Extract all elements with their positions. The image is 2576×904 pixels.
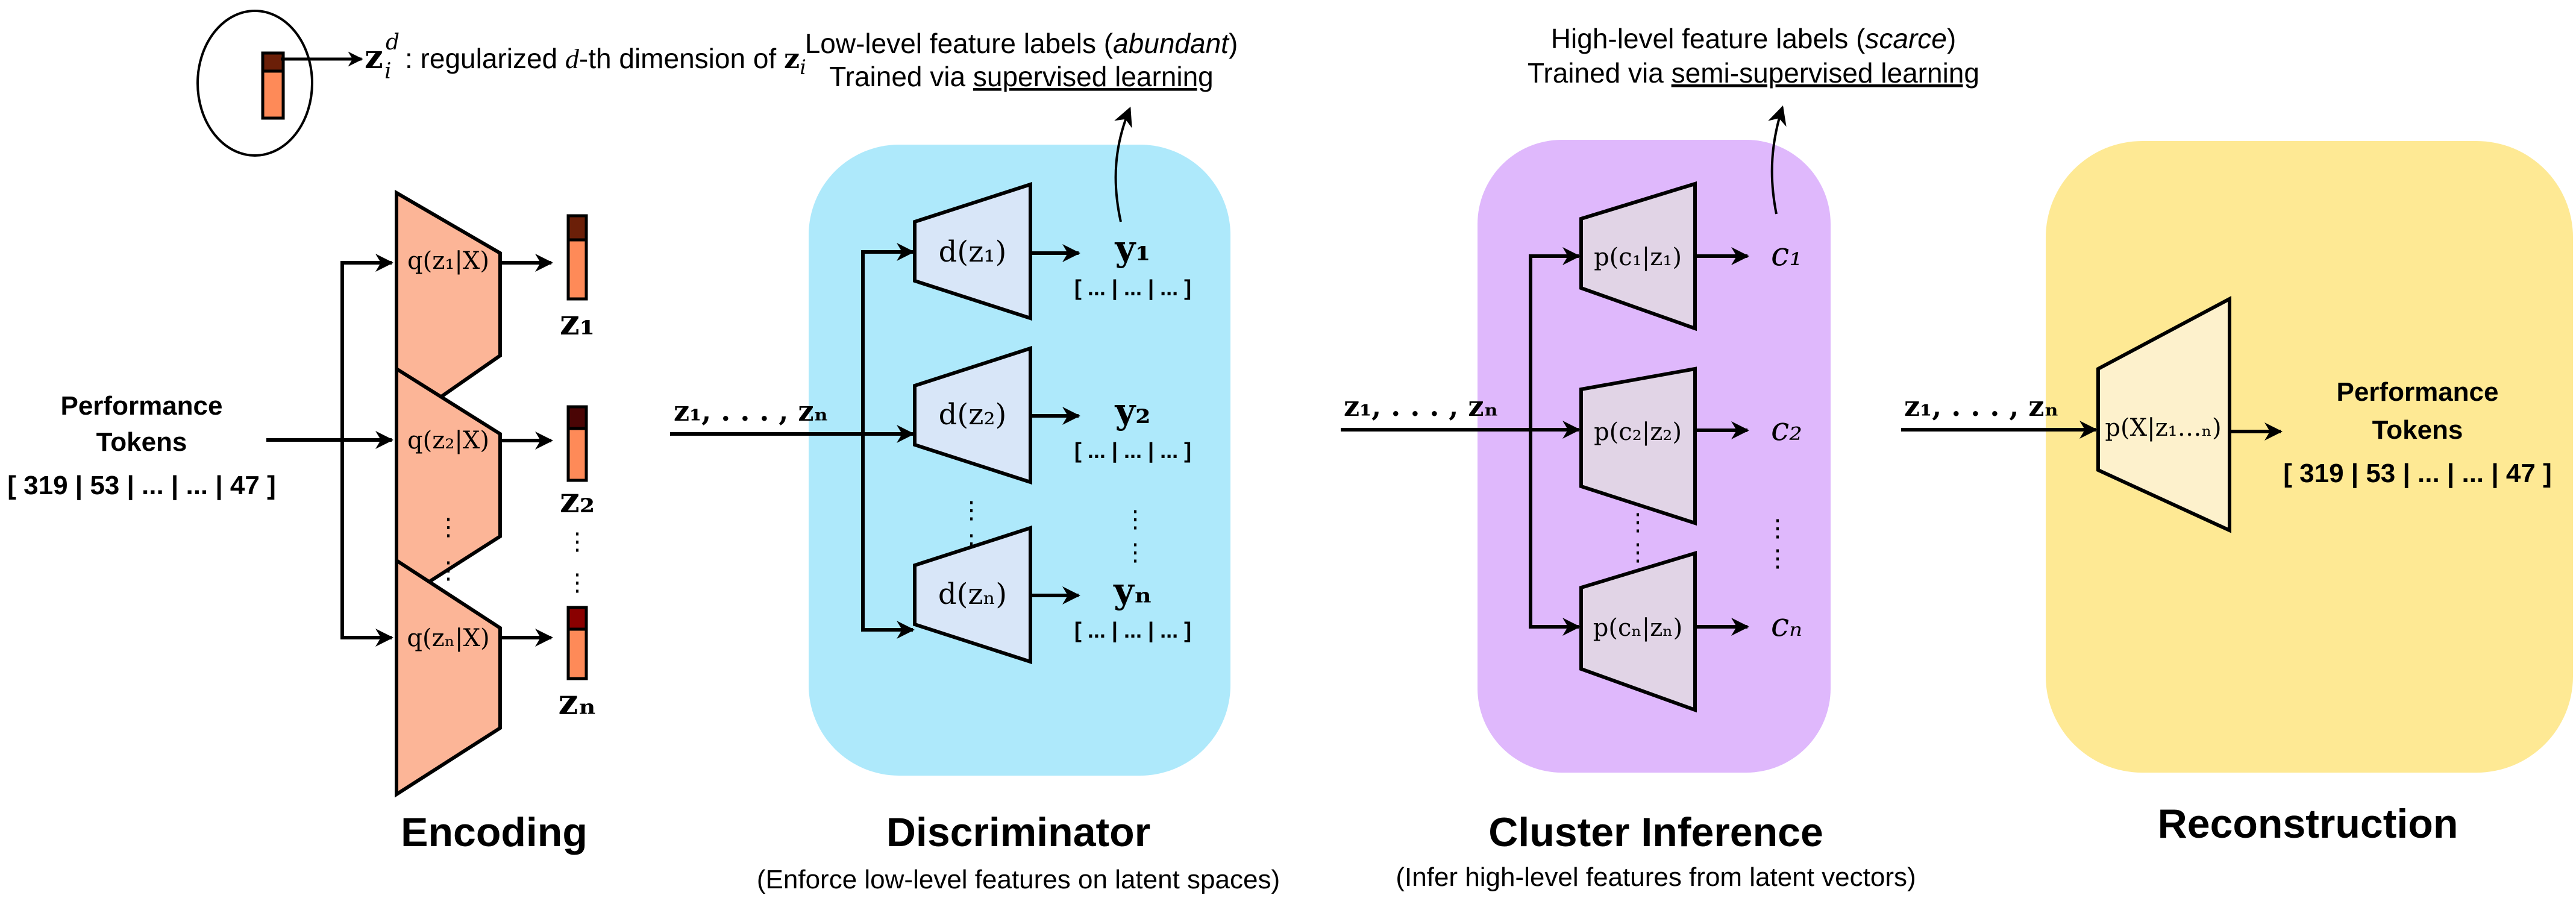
- legend-symbol: z: [365, 37, 383, 76]
- cluster-input-label: z₁, . . . , zₙ: [1344, 390, 1498, 422]
- cluster-head-1-label: p(c₁|z₁): [1594, 243, 1682, 271]
- cluster-head-1: p(c₁|z₁) c₁: [1579, 181, 1802, 331]
- input-token-sequence: [ 319 | 53 | ... | ... | 47 ]: [7, 471, 275, 501]
- output-label-line2: Tokens: [2372, 415, 2463, 445]
- discriminator-title: Discriminator: [886, 809, 1150, 855]
- discriminator-head-n-label: d(zₙ): [938, 577, 1007, 611]
- legend-symbol-sup: d: [386, 30, 400, 55]
- reconstruction-section: z₁, . . . , zₙ p(X|z₁…ₙ) Performance Tok…: [1901, 141, 2573, 847]
- encoder-2: q(z₂|X) z₂: [395, 365, 595, 606]
- encoder-2-label: q(z₂|X): [407, 427, 489, 454]
- discriminator-output-1: y₁: [1114, 228, 1150, 269]
- encoder-1: q(z₁|X) z₁: [395, 189, 595, 432]
- svg-text:⋮: ⋮: [436, 557, 460, 585]
- svg-text:⋮: ⋮: [565, 569, 589, 597]
- encoder-branch-line: [340, 261, 392, 639]
- latent-2-dim: [566, 405, 588, 430]
- discriminator-section: Low-level feature labels (abundant) Trai…: [670, 28, 1280, 894]
- svg-text:⋮: ⋮: [959, 497, 983, 524]
- svg-text:⋮: ⋮: [1123, 506, 1147, 533]
- cluster-head-n-label: p(cₙ|zₙ): [1593, 614, 1682, 642]
- encoder-n-label: q(zₙ|X): [407, 624, 489, 652]
- latent-1-vector: [566, 238, 588, 301]
- input-label-line2: Tokens: [96, 427, 187, 457]
- discriminator-values-n: [ ... | ... | ... ]: [1074, 618, 1191, 643]
- legend-latent-vector: [261, 69, 285, 120]
- cluster-head-2-label: p(c₂|z₂): [1594, 418, 1682, 446]
- cluster-subtitle: (Infer high-level features from latent v…: [1396, 862, 1916, 892]
- cluster-head-n: p(cₙ|zₙ) cₙ: [1579, 550, 1802, 713]
- legend-latent-dim: [261, 51, 285, 73]
- latent-1-dim: [566, 214, 588, 242]
- reconstruction-input-label: z₁, . . . , zₙ: [1904, 390, 2058, 422]
- discriminator-head-n: d(zₙ) yₙ [ ... | ... | ... ]: [913, 525, 1191, 665]
- cluster-output-n: cₙ: [1771, 606, 1802, 644]
- legend-symbol-sub: i: [384, 59, 392, 84]
- cluster-annotation-arrow: [1768, 105, 1787, 215]
- latent-2-label: z₂: [560, 480, 595, 521]
- encoding-title: Encoding: [401, 809, 588, 855]
- decoder: p(X|z₁…ₙ): [2096, 296, 2231, 533]
- encoder-1-label: q(z₁|X): [407, 247, 489, 275]
- cluster-annotation-line1: High-level feature labels (scarce): [1551, 23, 1956, 54]
- svg-text:⋮: ⋮: [1766, 545, 1790, 573]
- discriminator-head-1: d(z₁) y₁ [ ... | ... | ... ]: [913, 181, 1191, 321]
- latent-n-dim: [566, 606, 588, 631]
- latent-n-label: zₙ: [558, 682, 596, 723]
- legend-circle: [196, 10, 313, 157]
- cluster-annotation-line2: Trained via semi-supervised learning: [1528, 57, 1979, 89]
- latent-1-label: z₁: [560, 302, 595, 343]
- decoder-label: p(X|z₁…ₙ): [2105, 414, 2221, 442]
- discriminator-annotation-line1: Low-level feature labels (abundant): [805, 28, 1238, 59]
- svg-text:⋮: ⋮: [1626, 509, 1650, 536]
- cluster-head-2: p(c₂|z₂) c₂: [1579, 366, 1802, 526]
- discriminator-head-2: d(z₂) y₂ [ ... | ... | ... ]: [913, 345, 1191, 485]
- encoder-ellipsis: ⋮ ⋮ ⋮ ⋮: [436, 513, 589, 597]
- input-label-line1: Performance: [60, 391, 222, 421]
- svg-text:⋮: ⋮: [1766, 515, 1790, 542]
- input-tokens: Performance Tokens [ 319 | 53 | ... | ..…: [7, 391, 275, 501]
- encoding-section: q(z₁|X) z₁ q(z₂|X) z₂ ⋮ ⋮ ⋮ ⋮ q(zₙ|X): [266, 189, 597, 855]
- cluster-title: Cluster Inference: [1488, 809, 1823, 855]
- svg-text:⋮: ⋮: [565, 528, 589, 556]
- discriminator-annotation-line2: Trained via supervised learning: [829, 61, 1214, 92]
- discriminator-output-n: yₙ: [1113, 570, 1152, 611]
- discriminator-input-label: z₁, . . . , zₙ: [674, 395, 828, 427]
- latent-n-vector: [566, 627, 588, 680]
- discriminator-subtitle: (Enforce low-level features on latent sp…: [757, 865, 1280, 894]
- svg-text:⋮: ⋮: [436, 513, 460, 541]
- cluster-output-2: c₂: [1771, 410, 1802, 448]
- latent-2-vector: [566, 427, 588, 482]
- legend: z d i : regularized d-th dimension of zi: [196, 10, 806, 157]
- legend-text: : regularized d-th dimension of zi: [405, 42, 806, 80]
- discriminator-output-2: y₂: [1114, 391, 1150, 432]
- output-token-sequence: [ 319 | 53 | ... | ... | 47 ]: [2283, 459, 2551, 489]
- encoder-n: q(zₙ|X) zₙ: [395, 557, 597, 798]
- output-label-line1: Performance: [2336, 377, 2498, 407]
- discriminator-head-1-label: d(z₁): [939, 235, 1007, 269]
- discriminator-head-2-label: d(z₂): [939, 398, 1007, 432]
- cluster-output-1: c₁: [1771, 235, 1802, 273]
- svg-text:⋮: ⋮: [1123, 539, 1147, 567]
- discriminator-values-1: [ ... | ... | ... ]: [1074, 275, 1191, 301]
- reconstruction-panel: [2046, 141, 2573, 773]
- svg-text:⋮: ⋮: [1626, 539, 1650, 567]
- discriminator-annotation-arrow: [1114, 107, 1132, 222]
- cluster-section: High-level feature labels (scarce) Train…: [1341, 23, 1979, 892]
- cluster-ellipsis: ⋮ ⋮ ⋮ ⋮: [1626, 509, 1790, 573]
- discriminator-values-2: [ ... | ... | ... ]: [1074, 438, 1191, 463]
- reconstruction-title: Reconstruction: [2158, 801, 2458, 847]
